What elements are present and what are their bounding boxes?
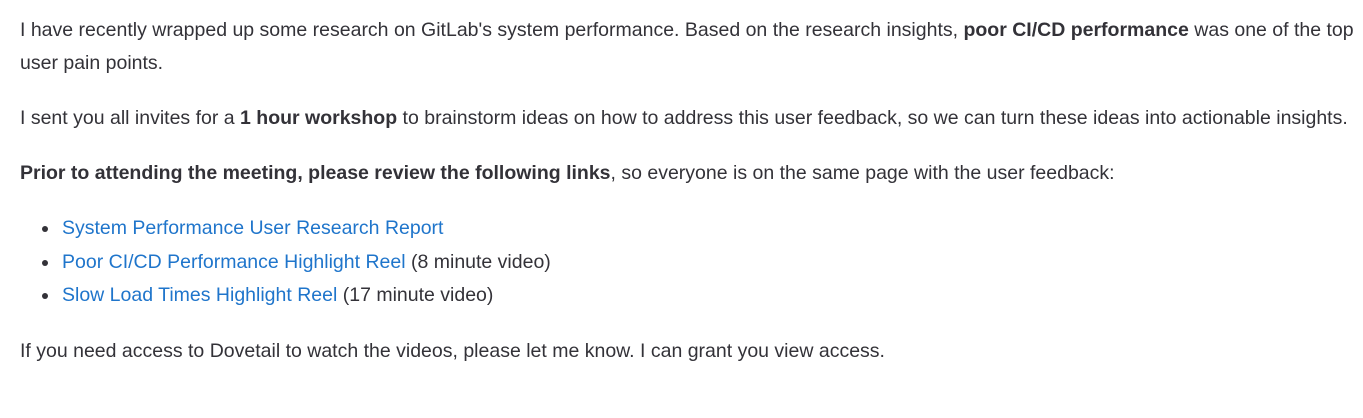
research-report-link[interactable]: System Performance User Research Report: [62, 217, 444, 239]
link-note: (8 minute video): [405, 250, 551, 273]
intro-text: I have recently wrapped up some research…: [20, 19, 964, 41]
review-instruction: Prior to attending the meeting, please r…: [20, 162, 611, 184]
bullet-icon: [42, 293, 48, 299]
workshop-duration: 1 hour workshop: [240, 107, 398, 129]
review-text-end: , so everyone is on the same page with t…: [610, 162, 1115, 184]
intro-text-end: was one of the top user pain points.: [20, 19, 1354, 74]
intro-paragraph: I have recently wrapped up some research…: [20, 14, 1355, 80]
workshop-text: I sent you all invites for a: [20, 107, 241, 129]
review-paragraph: Prior to attending the meeting, please r…: [20, 157, 1355, 190]
cicd-highlight-reel-link[interactable]: Poor CI/CD Performance Highlight Reel: [62, 250, 406, 273]
load-times-highlight-reel-link[interactable]: Slow Load Times Highlight Reel: [62, 284, 338, 306]
bullet-icon: [42, 259, 48, 266]
document-body: I have recently wrapped up some research…: [20, 14, 1355, 390]
list-item: System Performance User Research Report: [42, 212, 1355, 246]
list-item: Slow Load Times Highlight Reel (17 minut…: [42, 279, 1355, 313]
list-item: Poor CI/CD Performance Highlight Reel (8…: [42, 246, 1355, 280]
link-note: (17 minute video): [337, 284, 494, 306]
workshop-text-end: to brainstorm ideas on how to address th…: [397, 107, 1348, 129]
links-list: System Performance User Research Report …: [20, 212, 1355, 313]
access-paragraph: If you need access to Dovetail to watch …: [20, 339, 885, 362]
intro-bold-pain-point: poor CI/CD performance: [963, 19, 1189, 41]
bullet-icon: [42, 226, 48, 232]
workshop-paragraph: I sent you all invites for a 1 hour work…: [20, 102, 1355, 135]
